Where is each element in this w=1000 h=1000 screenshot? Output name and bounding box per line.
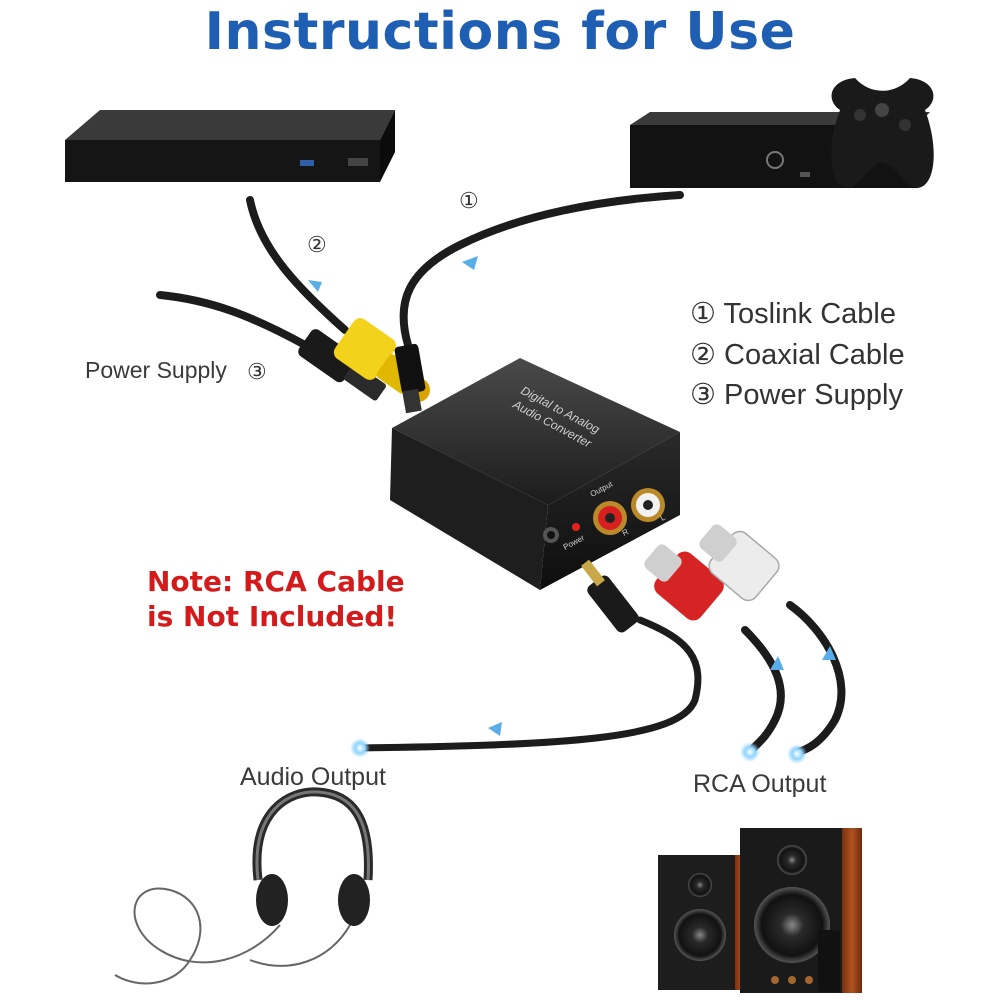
device-l-label: L bbox=[659, 512, 668, 522]
callout-coaxial-number: ② bbox=[307, 232, 327, 257]
toslink-plug bbox=[394, 343, 426, 414]
legend-item-coaxial: ② Coaxial Cable bbox=[690, 339, 905, 371]
rca-output-glow-left bbox=[740, 742, 760, 762]
headphones bbox=[114, 787, 373, 985]
cables bbox=[156, 191, 846, 756]
audio-jack-plug bbox=[581, 559, 639, 633]
audio-output-glow bbox=[350, 738, 370, 758]
note-line-2: is Not Included! bbox=[147, 600, 398, 633]
legend-item-power: ③ Power Supply bbox=[690, 379, 903, 411]
bluray-player bbox=[65, 110, 395, 182]
rca-white-plug bbox=[699, 524, 780, 602]
page-title: Instructions for Use bbox=[204, 2, 796, 62]
rca-red-plug bbox=[644, 544, 724, 621]
callout-toslink-number: ① bbox=[459, 188, 479, 213]
rca-output-label: RCA Output bbox=[693, 770, 827, 798]
power-supply-callout: Power Supply bbox=[85, 357, 227, 383]
device-r-label: R bbox=[621, 527, 631, 538]
note-line-1: Note: RCA Cable bbox=[147, 565, 405, 598]
legend-item-toslink: ① Toslink Cable bbox=[690, 298, 897, 330]
converter-box: Digital to Analog Audio Converter Output… bbox=[390, 358, 680, 590]
game-console bbox=[630, 78, 934, 189]
speakers bbox=[658, 828, 862, 993]
rca-output-glow-right bbox=[787, 744, 807, 764]
callout-power-number: ③ bbox=[247, 359, 267, 384]
audio-output-label: Audio Output bbox=[240, 763, 386, 791]
power-plug bbox=[298, 329, 386, 401]
flow-arrows bbox=[308, 256, 836, 736]
